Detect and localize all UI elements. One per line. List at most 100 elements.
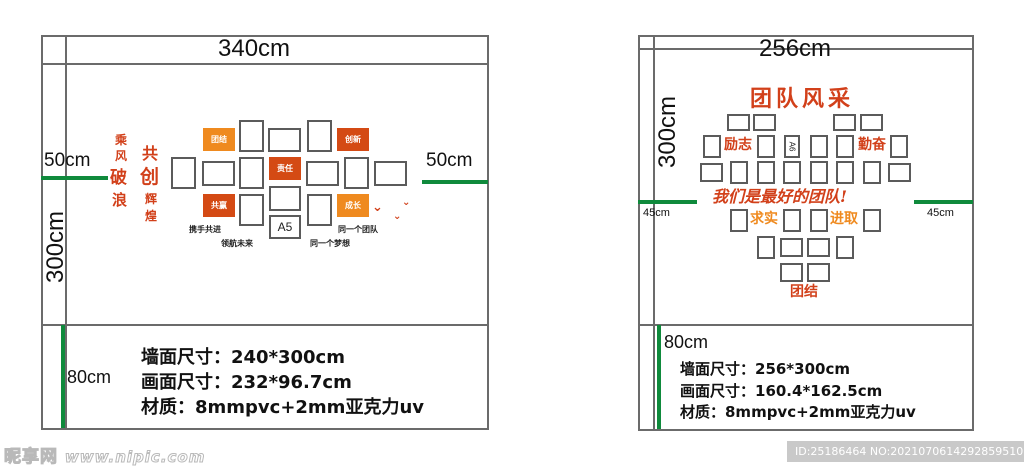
right-margin-right-label: 45cm <box>927 207 954 219</box>
image-id-badge: ID:25186464 NO:20210706142928595102 <box>787 441 1024 462</box>
photo-frame <box>268 128 301 152</box>
photo-frame <box>374 161 407 186</box>
photo-frame <box>836 135 854 158</box>
photo-frame <box>863 209 881 232</box>
photo-frame <box>171 157 196 189</box>
right-frame-bottom <box>638 429 974 431</box>
left-spec-print-size: 画面尺寸：232*96.7cm <box>141 372 352 393</box>
left-frame-divider-bottom <box>41 324 489 326</box>
photo-frame <box>727 114 750 131</box>
right-frame-divider-bottom <box>638 324 974 326</box>
photo-frame <box>780 263 803 282</box>
photo-frame <box>730 209 748 232</box>
photo-frame <box>810 209 828 232</box>
photo-frame <box>306 161 339 186</box>
site-name: 昵享网 <box>4 447 58 468</box>
left-frame-right <box>487 35 489 430</box>
site-watermark: 昵享网 www.nipic.com <box>4 442 206 468</box>
right-spec-material: 材质：8mmpvc+2mm亚克力uv <box>680 403 916 421</box>
right-margin-left-label: 45cm <box>643 207 670 219</box>
photo-frame <box>860 114 883 131</box>
photo-frame <box>888 163 911 182</box>
right-frame-left <box>638 35 640 431</box>
tag-responsibility: 责任 <box>269 157 301 180</box>
photo-frame <box>836 236 854 259</box>
photo-frame <box>700 163 723 182</box>
a5-frame: A5 <box>269 215 301 239</box>
bird-icon: ⌄ <box>393 211 402 222</box>
left-margin-right-label: 50cm <box>426 150 473 171</box>
tag-unity: 团结 <box>203 128 235 151</box>
left-bottom-label: 80cm <box>67 367 112 387</box>
photo-frame <box>783 209 801 232</box>
photo-frame <box>890 135 908 158</box>
photo-frame <box>344 157 369 189</box>
left-frame-left <box>41 35 43 430</box>
right-spec-print-size: 画面尺寸：160.4*162.5cm <box>680 382 883 400</box>
site-url: www.nipic.com <box>64 448 206 467</box>
photo-frame <box>836 161 854 184</box>
photo-frame <box>269 186 301 211</box>
word-inspire: 励志 <box>724 137 752 153</box>
photo-frame <box>783 161 801 184</box>
right-height-label: 300cm <box>654 95 681 168</box>
right-margin-right-marker <box>914 200 973 204</box>
left-bottom-marker <box>61 325 65 428</box>
bird-icon: ⌄ <box>372 199 383 214</box>
photo-frame <box>757 236 775 259</box>
slogan-col1-char4: 浪 <box>112 191 128 209</box>
slogan-col1-char2: 风 <box>115 149 128 163</box>
right-frame-inner <box>653 35 655 431</box>
left-margin-left-label: 50cm <box>44 150 91 171</box>
photo-frame <box>239 194 264 226</box>
photo-frame <box>863 161 881 184</box>
team-motto: 我们是最好的团队! <box>712 187 848 206</box>
photo-frame <box>780 238 803 257</box>
slogan-col2-char1: 共 <box>142 144 159 163</box>
right-bottom-marker <box>657 325 661 429</box>
photo-frame <box>757 135 775 158</box>
left-width-label: 340cm <box>218 35 291 62</box>
photo-frame <box>753 114 776 131</box>
photo-frame <box>730 161 748 184</box>
photo-frame <box>807 238 830 257</box>
left-margin-left-marker <box>41 176 108 180</box>
tag-win-win: 共赢 <box>203 194 235 217</box>
caption-hand-in-hand: 携手共进 <box>189 225 221 234</box>
left-frame-inner <box>65 35 67 430</box>
left-frame-bottom <box>41 428 489 430</box>
left-spec-material: 材质：8mmpvc+2mm亚克力uv <box>141 397 424 418</box>
photo-frame <box>807 263 830 282</box>
right-width-label: 256cm <box>759 35 832 62</box>
right-spec-wall-size: 墙面尺寸：256*300cm <box>680 360 850 378</box>
photo-frame <box>239 120 264 152</box>
right-frame-divider-top <box>638 48 974 50</box>
team-title: 团队风采 <box>750 86 855 112</box>
word-unity: 团结 <box>790 284 818 300</box>
left-height-label: 300cm <box>42 210 69 283</box>
a6-label: A6 <box>787 141 797 152</box>
right-frame-top <box>638 35 974 37</box>
word-practical: 求实 <box>750 211 778 227</box>
photo-frame <box>307 194 332 226</box>
photo-frame <box>239 157 264 189</box>
tag-innovation: 创新 <box>337 128 369 151</box>
photo-frame <box>202 161 235 186</box>
a6-frame: A6 <box>784 135 800 158</box>
photo-frame <box>810 161 828 184</box>
right-frame-right <box>972 35 974 431</box>
photo-frame <box>810 135 828 158</box>
bird-icon: ⌄ <box>402 197 411 208</box>
slogan-col1-char3: 破 <box>110 168 127 188</box>
photo-frame <box>703 135 721 158</box>
right-margin-left-marker <box>638 200 697 204</box>
word-diligent: 勤奋 <box>858 137 886 153</box>
caption-one-dream: 同一个梦想 <box>310 239 350 248</box>
left-margin-right-marker <box>422 180 488 184</box>
slogan-col2-char2: 创 <box>140 166 160 188</box>
photo-frame <box>757 161 775 184</box>
left-frame-divider-top <box>41 63 489 65</box>
slogan-col2-char3: 辉 <box>145 192 158 206</box>
right-bottom-label: 80cm <box>664 332 709 352</box>
slogan-col1-char1: 乘 <box>115 133 128 147</box>
